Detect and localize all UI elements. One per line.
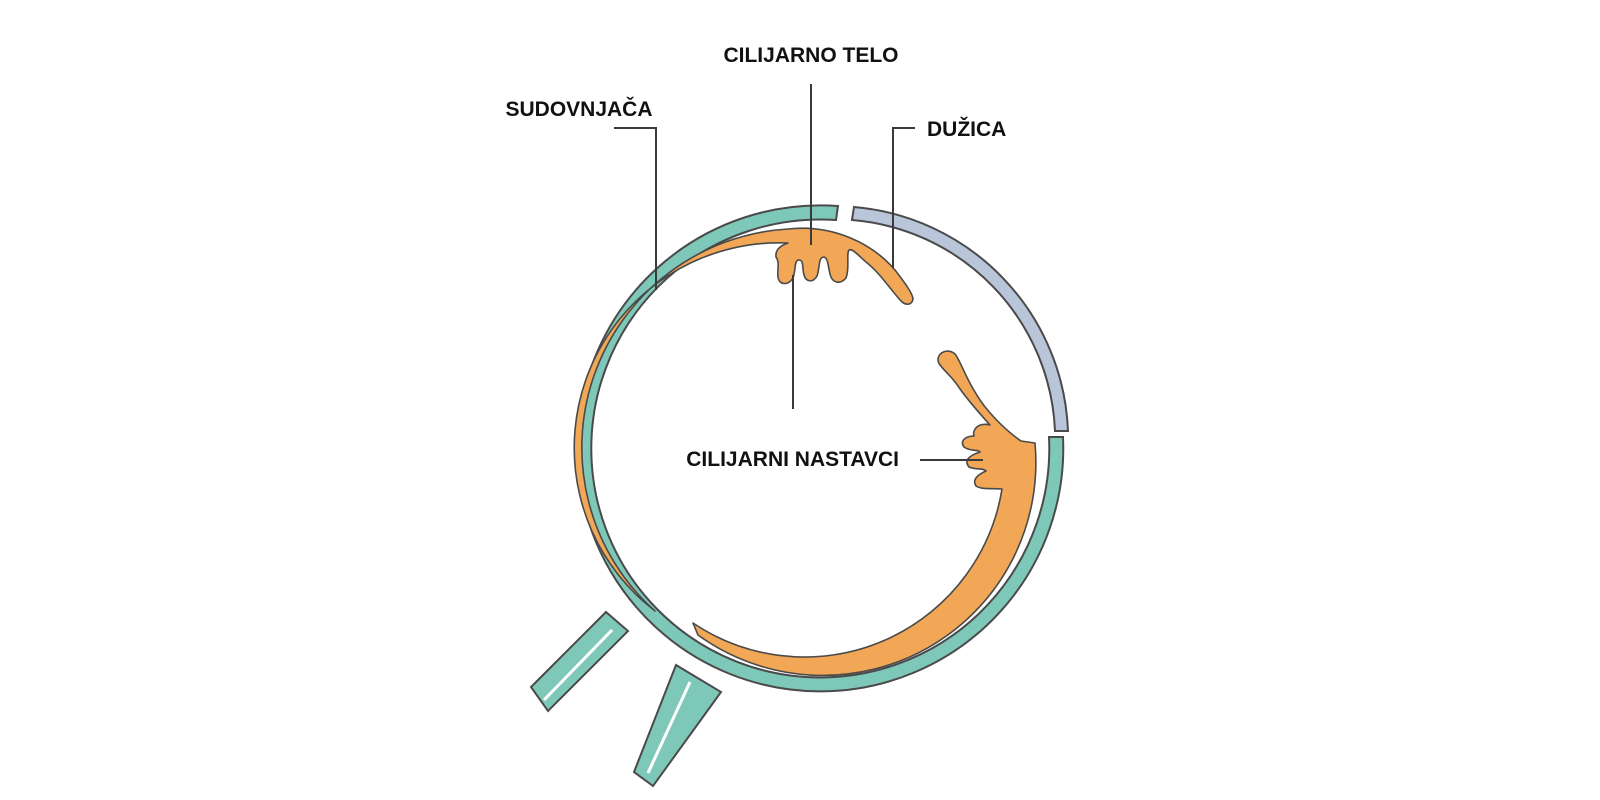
optic-nerve-highlight-left [542, 628, 614, 702]
optic-nerve-highlight-right [646, 681, 692, 774]
label-iris: DUŽICA [927, 117, 1006, 141]
optic-nerve-sheath-right [632, 663, 723, 788]
leader-iris [892, 127, 915, 268]
leader-choroid [614, 127, 657, 290]
cornea-band [850, 205, 1070, 432]
choroid-lower [692, 350, 1037, 677]
choroid-upper [573, 227, 914, 612]
label-choroid: SUDOVNJAČA [505, 97, 652, 121]
label-ciliary-processes: CILIJARNI NASTAVCI [686, 448, 899, 471]
label-ciliary-body: CILIJARNO TELO [723, 44, 898, 67]
